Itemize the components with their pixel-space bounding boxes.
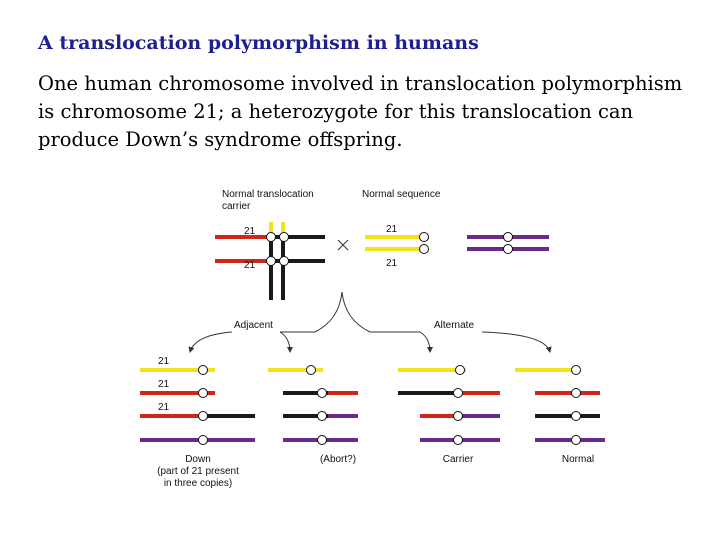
down-21-a: 21	[158, 356, 170, 367]
gamete-abort	[268, 365, 358, 445]
normal-label: Normal	[562, 454, 594, 465]
normal-sequence-label: Normal sequence	[362, 189, 441, 200]
gamete-carrier	[398, 365, 500, 445]
slide-title: A translocation polymorphism in humans	[38, 32, 479, 54]
down-note-1: (part of 21 present	[157, 466, 239, 477]
normal-21-top: 21	[386, 224, 398, 235]
normal-21-bottom: 21	[386, 258, 398, 269]
carrier-21-bottom: 21	[244, 260, 256, 271]
down-note-2: in three copies)	[164, 478, 232, 489]
gamete-normal	[515, 365, 605, 445]
alternate-label: Alternate	[434, 320, 474, 331]
down-21-b: 21	[158, 379, 170, 390]
carrier-label: Carrier	[443, 454, 474, 465]
slide-paragraph: One human chromosome involved in translo…	[38, 72, 683, 151]
adjacent-label: Adjacent	[234, 320, 273, 331]
carrier-label-line2: carrier	[222, 201, 251, 212]
carrier-cross	[215, 222, 325, 300]
abort-label: (Abort?)	[320, 454, 356, 465]
carrier-label-line1: Normal translocation	[222, 189, 314, 200]
down-21-c: 21	[158, 402, 170, 413]
normal-sequence-chromosomes	[365, 232, 549, 254]
down-label: Down	[185, 454, 211, 465]
carrier-21-top: 21	[244, 226, 256, 237]
gamete-down	[140, 365, 255, 445]
